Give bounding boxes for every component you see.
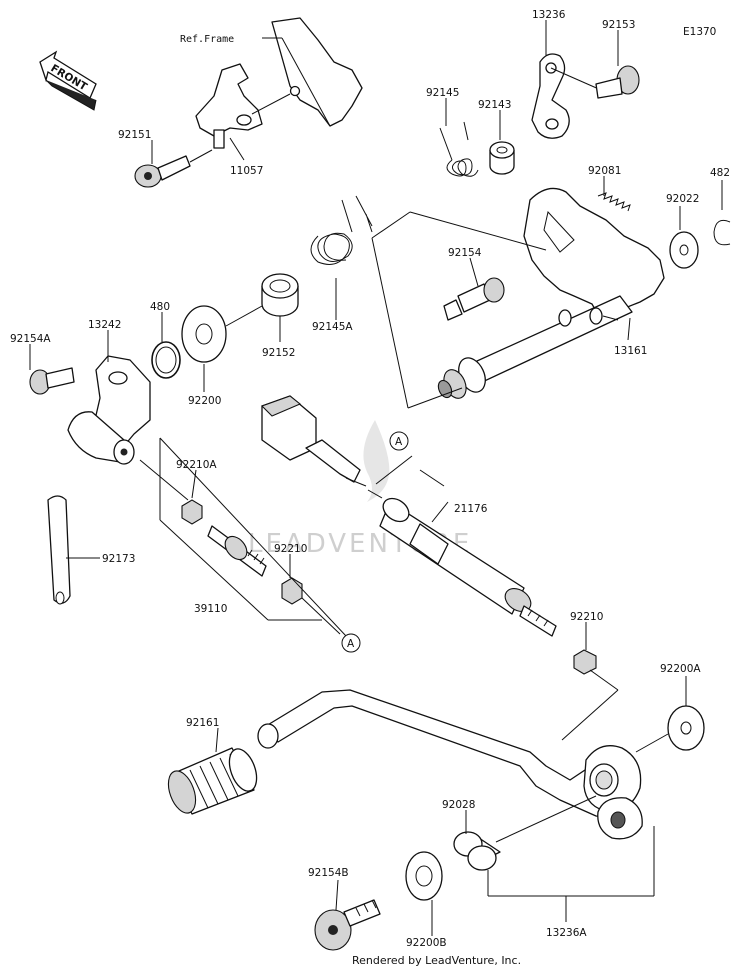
part-92145A-spring (310, 195, 373, 265)
label-92154: 92154 (448, 247, 482, 259)
part-92161-rubber (167, 747, 258, 815)
part-92151-bolt (134, 149, 213, 188)
label-92200A: 92200A (660, 663, 701, 675)
label-92022: 92022 (666, 193, 699, 205)
label-92145: 92145 (426, 87, 459, 99)
ref-frame: Ref.Frame (180, 17, 363, 127)
part-92153-bolt (595, 65, 640, 99)
part-92200A-washer (635, 705, 705, 753)
label-13236: 13236 (532, 9, 566, 21)
label-21176: 21176 (454, 503, 488, 515)
callout-a-top-label: A (395, 436, 403, 448)
label-92210A: 92210A (176, 459, 217, 471)
callout-a-bottom-label: A (347, 638, 355, 650)
label-39110: 39110 (194, 603, 227, 615)
part-13242-arm (67, 355, 151, 465)
part-92200-washer (181, 305, 263, 363)
callout-a-top: A (389, 431, 409, 451)
ref-frame-label: Ref.Frame (180, 34, 234, 45)
part-shift-pedal (257, 689, 643, 840)
label-13236A: 13236A (546, 927, 587, 939)
part-92152-collar (261, 273, 299, 317)
footer-credit: Rendered by LeadVenture, Inc. (352, 954, 521, 967)
label-92210-mid: 92210 (274, 543, 307, 555)
label-92151: 92151 (118, 129, 151, 141)
label-92154B: 92154B (308, 867, 349, 879)
part-482-clip (713, 219, 731, 246)
part-labels: 13236 92153 92145 92143 92151 11057 9208… (10, 9, 730, 949)
label-92081: 92081 (588, 165, 621, 177)
part-13236-arm (531, 53, 602, 139)
label-92200B: 92200B (406, 937, 447, 949)
label-92173: 92173 (102, 553, 135, 565)
label-92152: 92152 (262, 347, 295, 359)
diagram-code: E1370 (683, 26, 716, 38)
part-39110-tierod (139, 437, 347, 637)
label-92154A: 92154A (10, 333, 51, 345)
part-92210-nut (561, 649, 619, 741)
label-92153: 92153 (602, 19, 635, 31)
label-480: 480 (150, 301, 170, 313)
front-arrow-icon: FRONT (39, 50, 97, 111)
label-92143: 92143 (478, 99, 511, 111)
callout-a-bottom: A (341, 633, 361, 653)
part-13161-shift-shaft (437, 187, 665, 399)
part-92154A-bolt (29, 367, 75, 395)
part-480-clip (151, 341, 181, 379)
part-92022-washer (669, 231, 699, 269)
part-92143-collar (489, 141, 515, 175)
label-92210-right: 92210 (570, 611, 603, 623)
label-11057: 11057 (230, 165, 263, 177)
part-11057-bracket (195, 63, 291, 149)
leader-lines (29, 20, 723, 936)
leader-13236A (487, 826, 655, 922)
part-92173-rod (47, 495, 71, 605)
label-482: 482 (710, 167, 730, 179)
label-13242: 13242 (88, 319, 121, 331)
label-92161: 92161 (186, 717, 219, 729)
part-92154B-bolt (314, 899, 381, 951)
label-92145A: 92145A (312, 321, 353, 333)
part-92154-bolt (443, 277, 505, 321)
label-92200: 92200 (188, 395, 221, 407)
part-92145-spring (439, 121, 479, 177)
label-92028: 92028 (442, 799, 475, 811)
part-21176-sensor (260, 395, 557, 637)
part-92028-bushing (453, 795, 597, 871)
part-92200B-washer (405, 851, 443, 901)
label-13161: 13161 (614, 345, 647, 357)
part-92081-spring (597, 192, 631, 212)
